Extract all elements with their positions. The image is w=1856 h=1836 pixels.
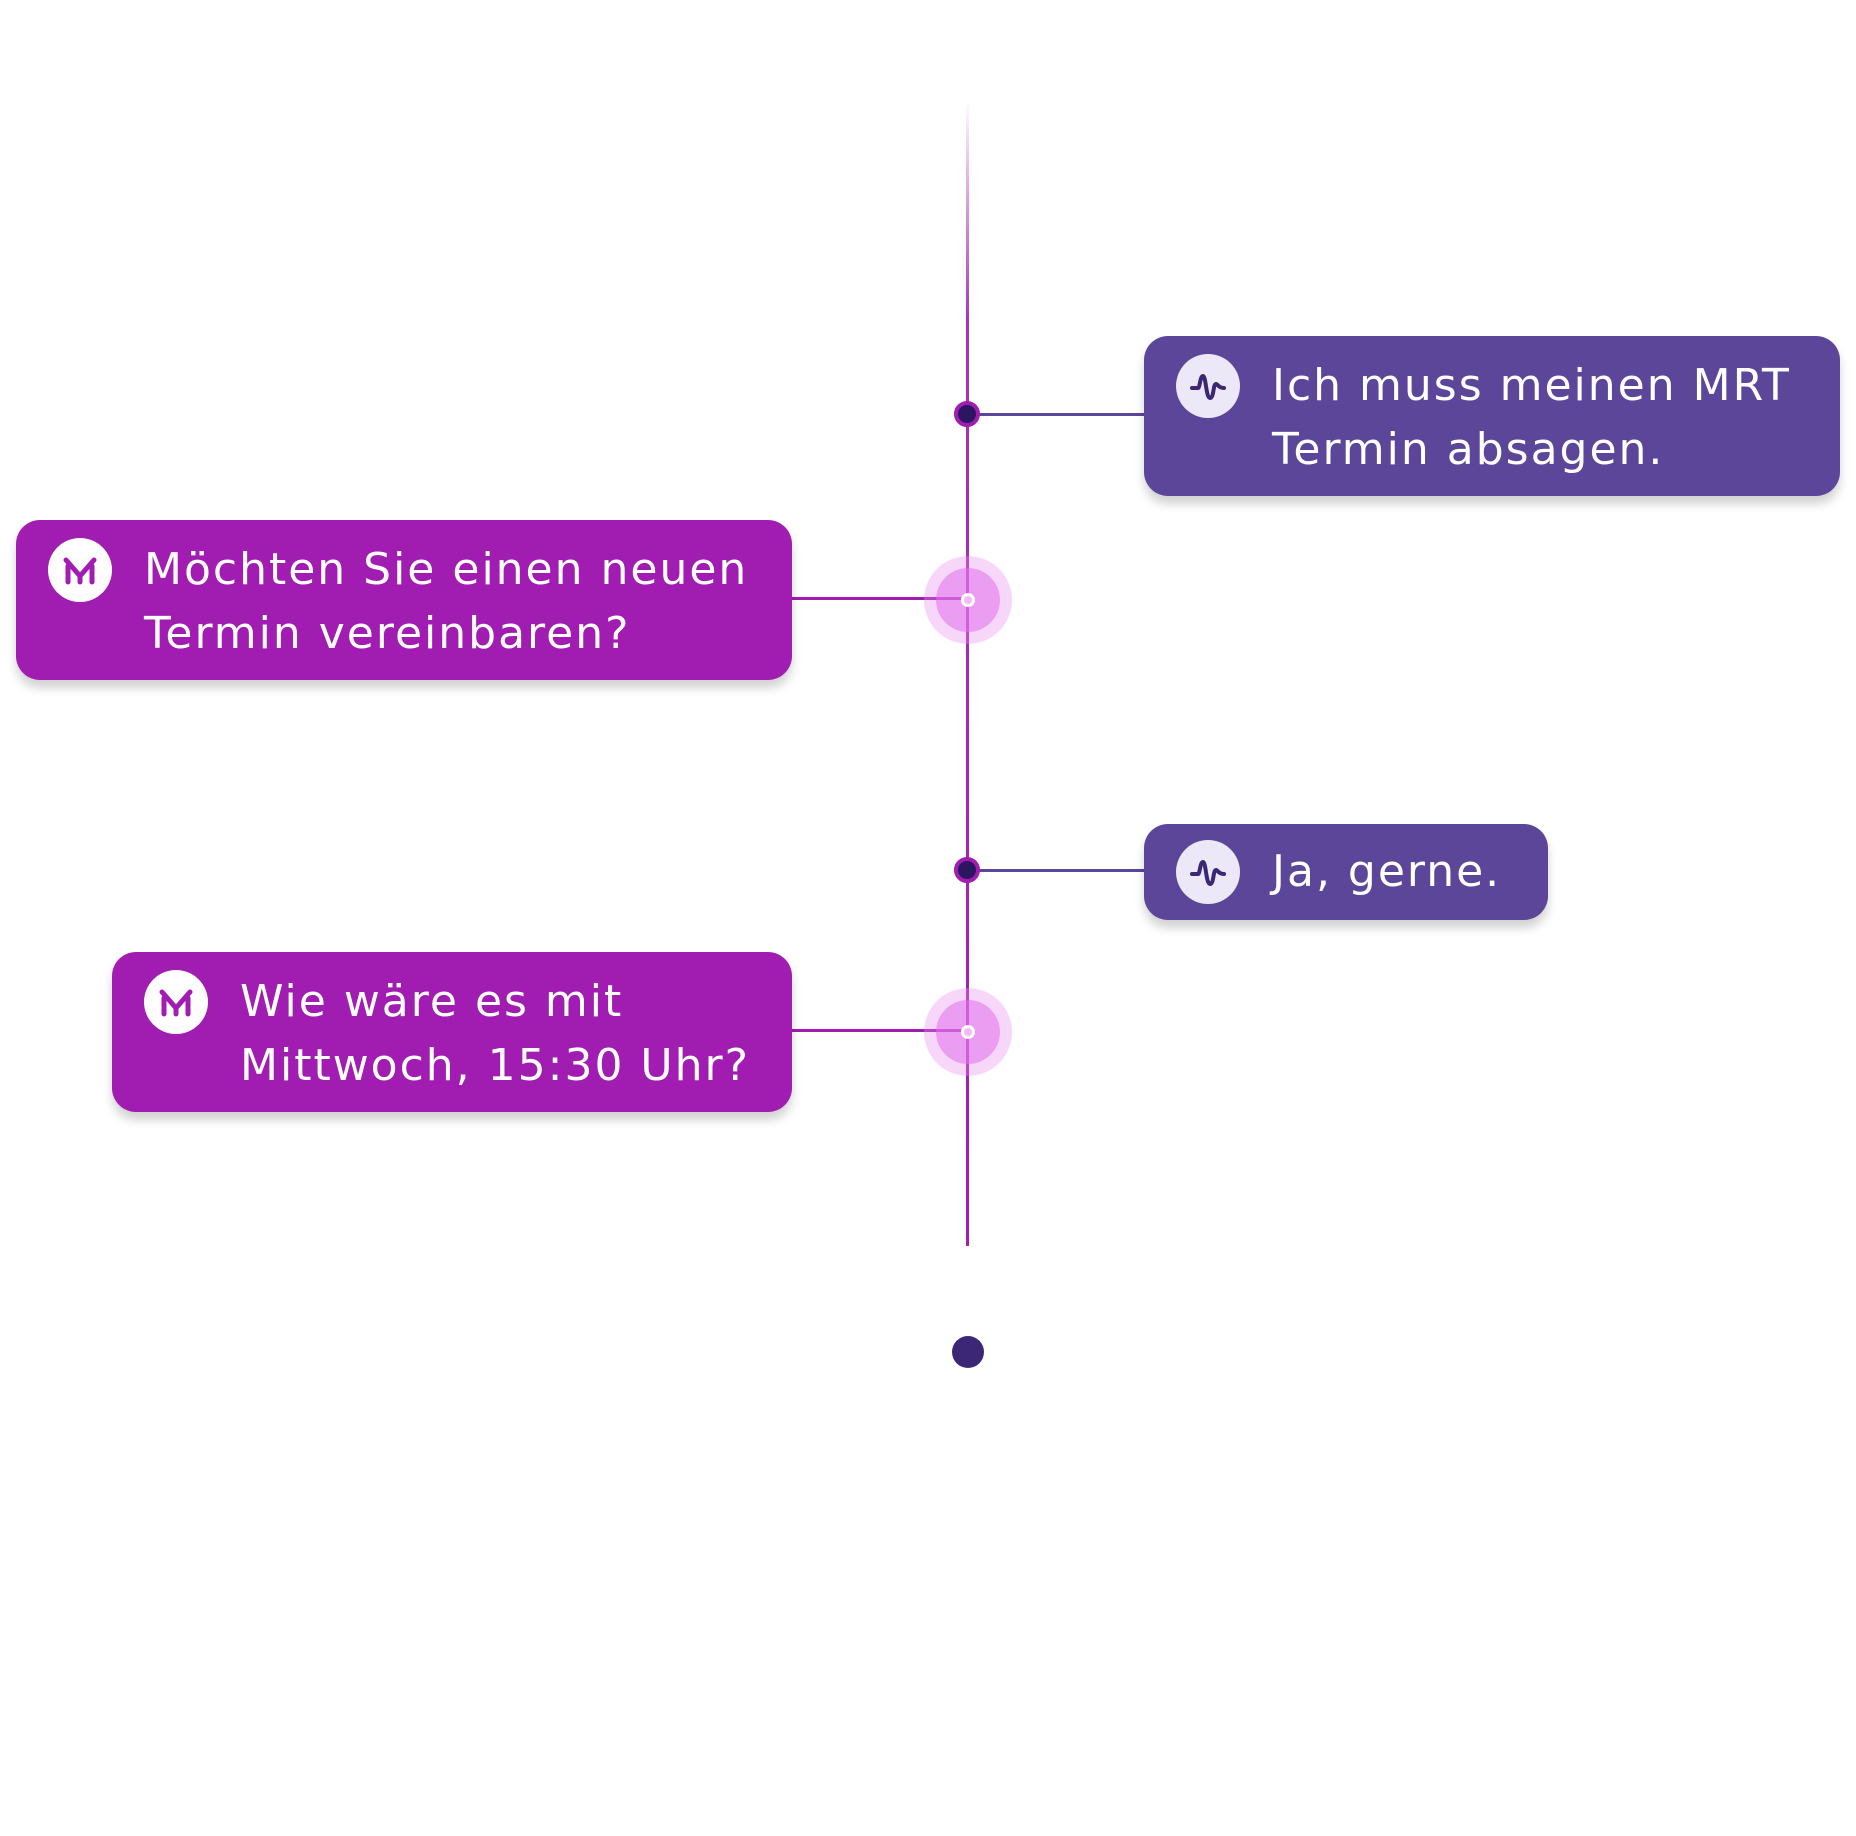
pulse-ring: [936, 568, 1000, 632]
timeline-line: [966, 100, 969, 1246]
message-line: Ja, gerne.: [1272, 846, 1502, 897]
m-logo-icon: [144, 970, 208, 1034]
message-line: Ich muss meinen MRT: [1272, 360, 1791, 411]
timeline-node-user: [954, 857, 980, 883]
waveform-icon: [1176, 840, 1240, 904]
message-line: Termin absagen.: [1272, 424, 1665, 475]
connector-agent: [790, 1029, 968, 1032]
message-text: Ich muss meinen MRT Termin absagen.: [1272, 354, 1791, 482]
message-line: Mittwoch, 15:30 Uhr?: [240, 1040, 750, 1091]
message-line: Termin vereinbaren?: [144, 608, 631, 659]
timeline-end-node: [952, 1336, 984, 1368]
user-message-bubble: Ich muss meinen MRT Termin absagen.: [1144, 336, 1840, 496]
timeline-node-agent: [924, 988, 1012, 1076]
connector-user: [968, 413, 1146, 416]
connector-user: [968, 869, 1146, 872]
pulse-core: [961, 1025, 975, 1039]
m-logo-icon: [48, 538, 112, 602]
timeline-node-user: [954, 401, 980, 427]
waveform-icon: [1176, 354, 1240, 418]
message-text: Ja, gerne.: [1272, 840, 1501, 904]
message-line: Möchten Sie einen neuen: [144, 544, 749, 595]
user-message-bubble: Ja, gerne.: [1144, 824, 1548, 920]
timeline-node-agent: [924, 556, 1012, 644]
message-line: Wie wäre es mit: [240, 976, 624, 1027]
connector-agent: [790, 597, 968, 600]
pulse-core: [961, 593, 975, 607]
pulse-ring: [936, 1000, 1000, 1064]
